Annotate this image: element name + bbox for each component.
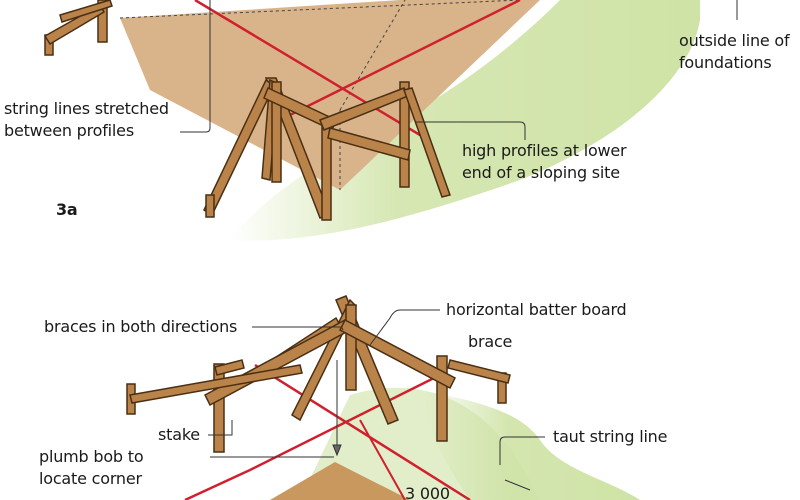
label-outside-line: outside line of foundations xyxy=(679,30,789,74)
label-dimension: 3 000 xyxy=(405,483,450,500)
label-brace: brace xyxy=(468,331,512,353)
label-high-profiles: high profiles at lower end of a sloping … xyxy=(462,140,626,184)
post xyxy=(214,364,224,452)
cleat xyxy=(215,360,244,375)
post xyxy=(346,305,356,390)
brace-member xyxy=(448,360,510,383)
horizontal-batter-board xyxy=(340,320,455,388)
label-string-lines: string lines stretched between profiles xyxy=(4,98,169,142)
label-taut-string-line: taut string line xyxy=(553,426,667,448)
label-braces: braces in both directions xyxy=(44,316,237,338)
profile-top-left xyxy=(45,0,112,55)
label-plumb-bob: plumb bob to locate corner xyxy=(39,446,143,490)
figure-number-3a: 3a xyxy=(56,199,78,221)
label-stake: stake xyxy=(158,424,200,446)
label-horizontal-batter-board: horizontal batter board xyxy=(446,299,627,321)
string-line-b3 xyxy=(185,470,250,500)
post xyxy=(206,195,214,217)
